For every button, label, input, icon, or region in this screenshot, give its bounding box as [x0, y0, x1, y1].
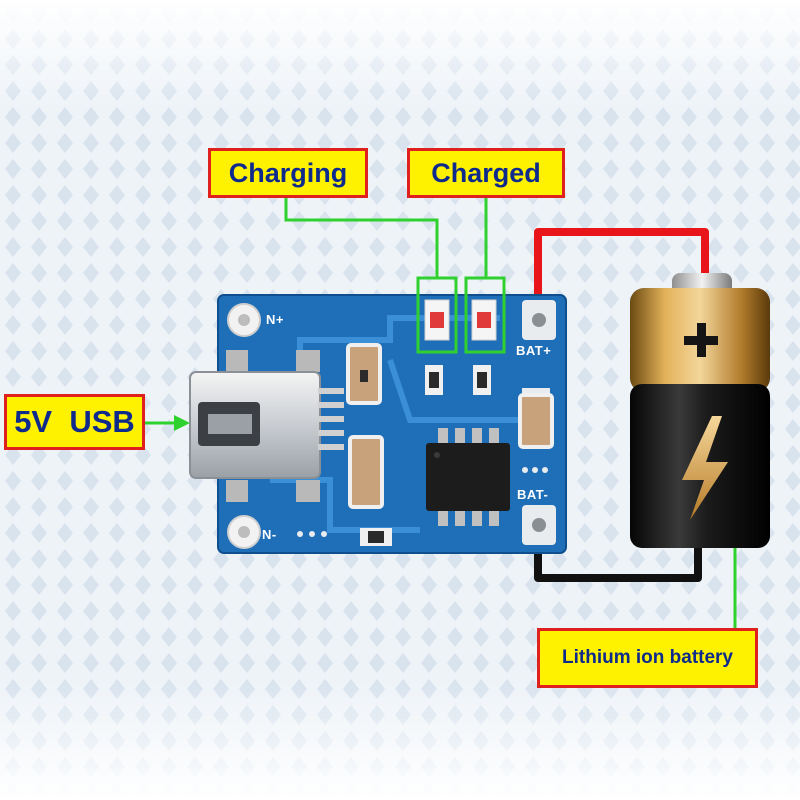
- mini-usb-connector: [189, 350, 344, 502]
- pointer-lines: [145, 198, 737, 628]
- bat-minus-marking: BAT-: [517, 487, 549, 502]
- charger-board: [189, 294, 567, 554]
- background-fade-bottom: [0, 680, 800, 800]
- charging-pointer: [284, 198, 439, 278]
- lithium-battery: [630, 273, 770, 548]
- positive-wire: [534, 228, 709, 318]
- in-minus-marking: N-: [262, 527, 277, 542]
- usb-arrowhead: [174, 415, 190, 431]
- mounting-hole-center: [238, 314, 250, 326]
- smd-capacitor: [518, 393, 554, 449]
- charging-led-highlight: [416, 276, 458, 354]
- pcb-trace: [387, 359, 520, 423]
- charging-label: Charging: [208, 148, 368, 198]
- mounting-hole-center: [238, 526, 250, 538]
- background-fade-top: [0, 0, 800, 110]
- usb-label: 5V USB: [4, 394, 145, 450]
- in-plus-marking: N+: [266, 312, 284, 327]
- charged-led-highlight: [464, 276, 506, 354]
- charger-ic: [426, 428, 510, 526]
- battery-label: Lithium ion battery: [537, 628, 758, 688]
- smd-capacitor: [348, 435, 384, 509]
- charged-label: Charged: [407, 148, 565, 198]
- lightning-bolt-icon: [682, 416, 728, 520]
- bat-plus-marking: BAT+: [516, 343, 552, 358]
